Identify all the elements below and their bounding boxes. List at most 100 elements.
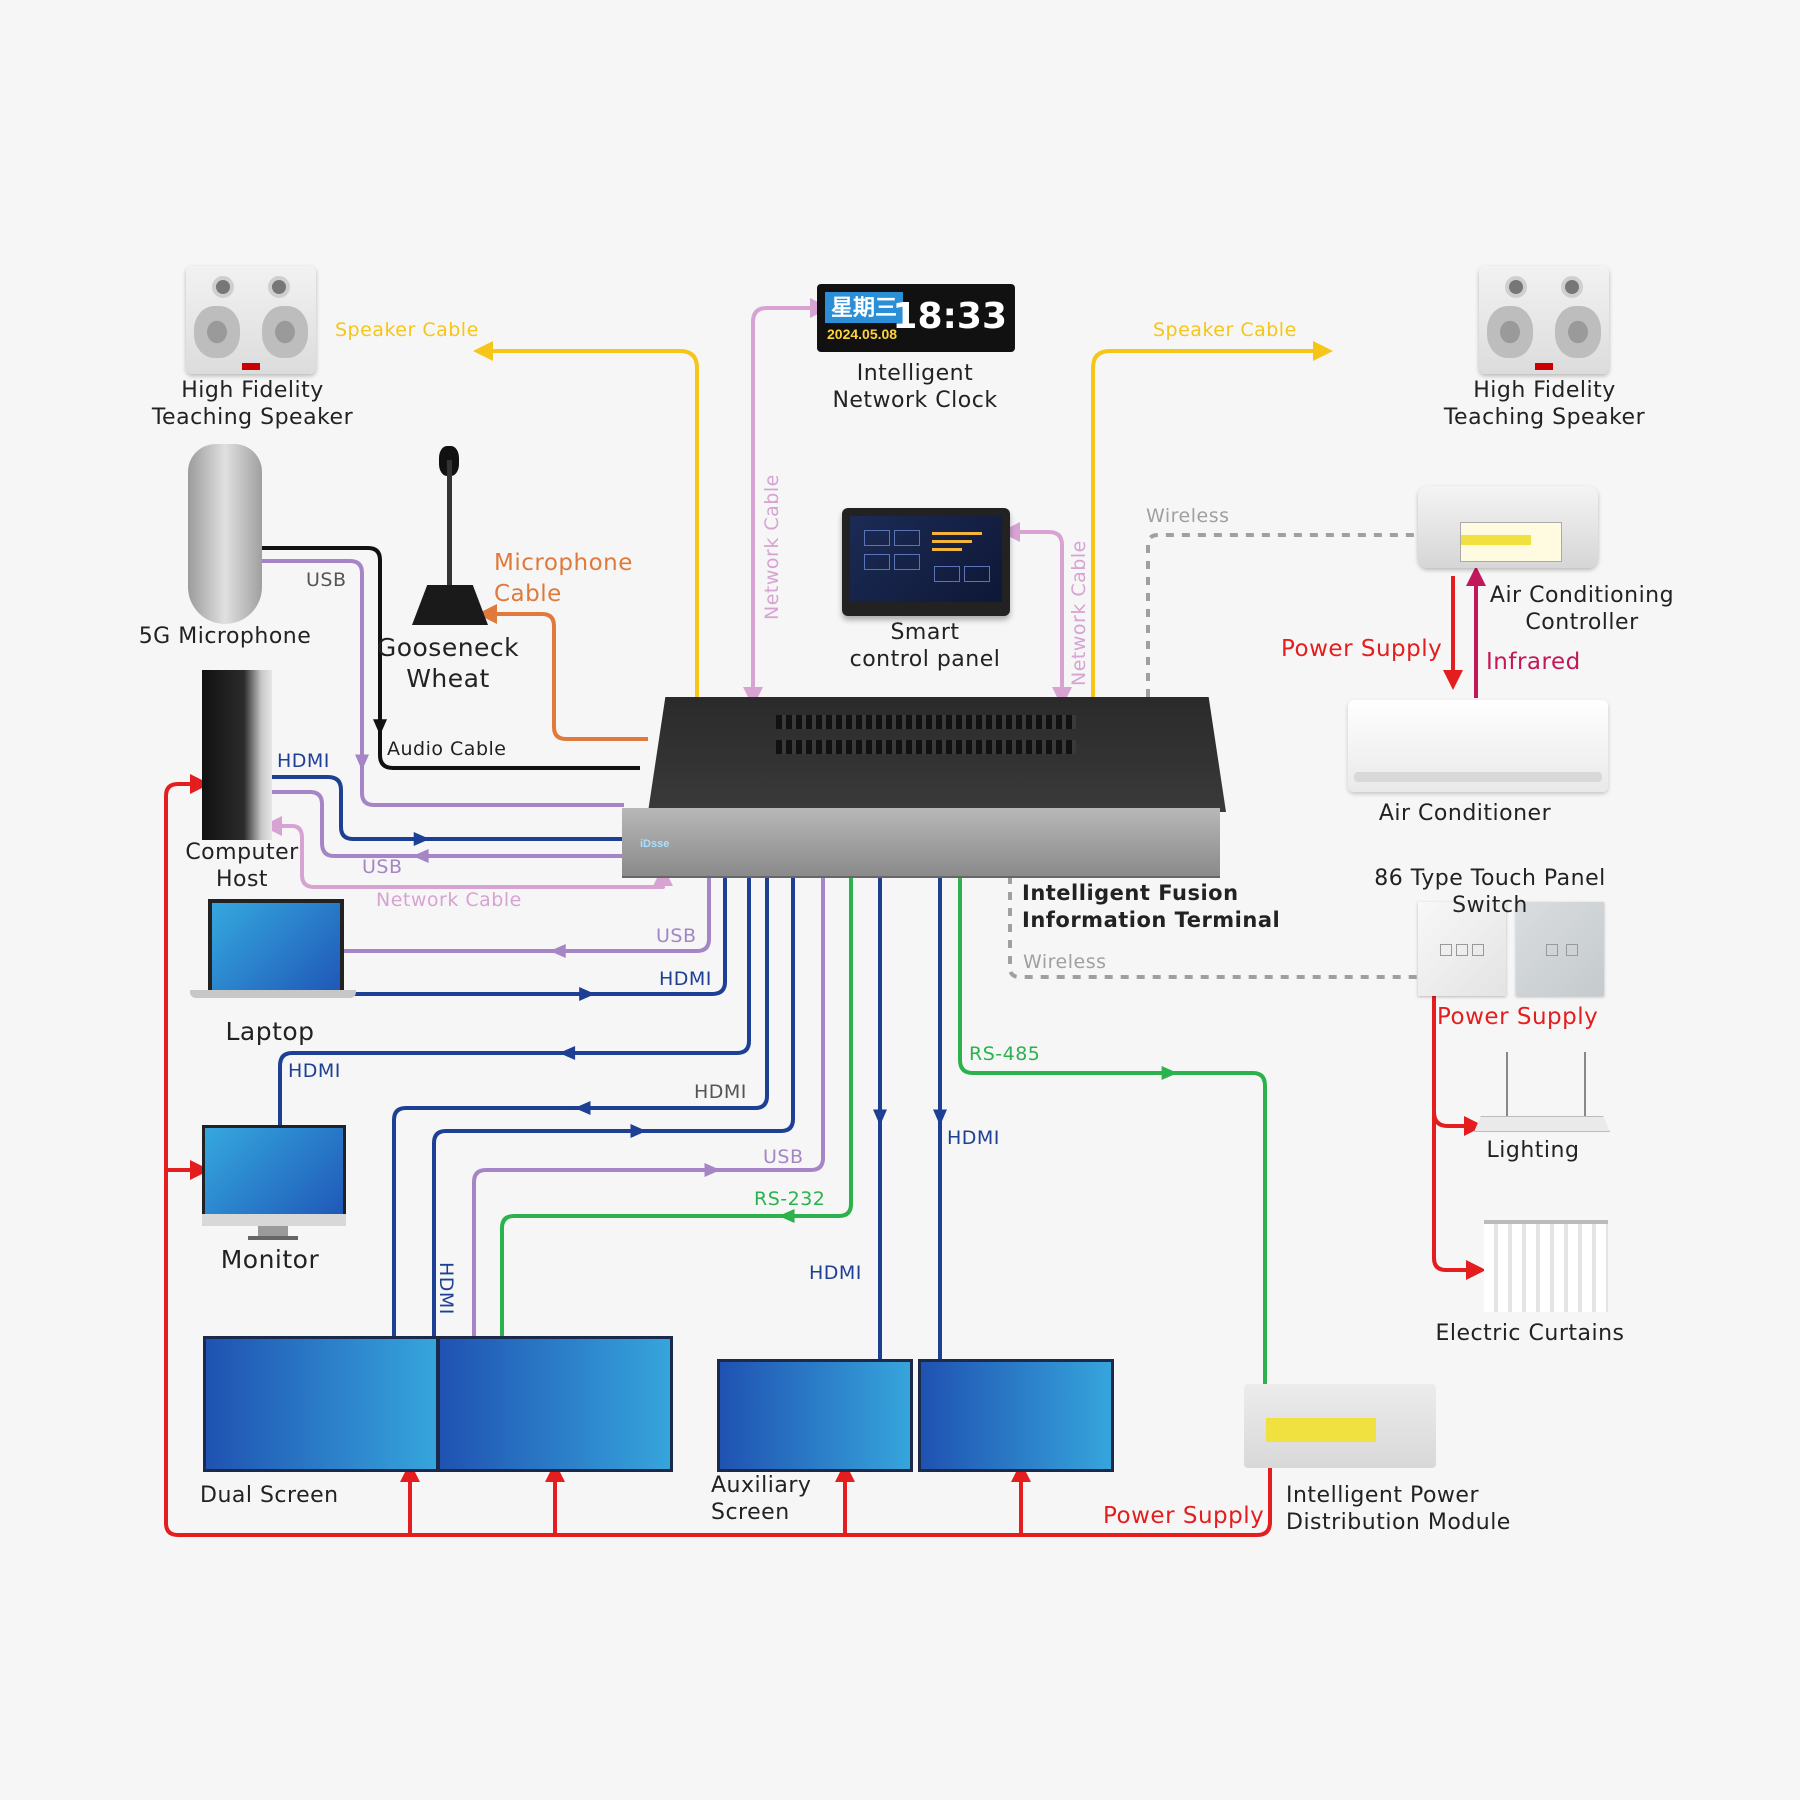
line-power-main: [164, 774, 1272, 1537]
label-clock: Intelligent Network Clock: [832, 361, 998, 413]
lamp-wire: [1506, 1052, 1508, 1116]
line-usb-laptop: [336, 876, 711, 953]
monitor-screen: [202, 1125, 346, 1219]
5g-microphone-image: [188, 444, 262, 624]
label-lighting: Lighting: [1486, 1138, 1580, 1163]
cable-label-network-panel: Network Cable: [1068, 540, 1090, 686]
line-wireless-ac: [1146, 533, 1414, 697]
electric-curtains-image: [1484, 1220, 1608, 1312]
network-clock-image: 星期三 2024.05.08 18:33: [817, 284, 1015, 352]
line-hdmi-computer-arrow: [413, 832, 430, 846]
touch-switch-grey: [1516, 902, 1604, 996]
line-hdmi-aux-2-arrow: [933, 1109, 947, 1126]
label-electric-curtains: Electric Curtains: [1435, 1321, 1625, 1346]
cable-label-network-clock: Network Cable: [761, 474, 783, 620]
cable-label-usb-mic: USB: [306, 569, 347, 591]
cable-label-power-ac: Power Supply: [1281, 636, 1443, 662]
line-hdmi-aux-1-arrow: [873, 1109, 887, 1126]
label-speaker-left: High Fidelity Teaching Speaker: [151, 378, 354, 430]
gooseneck-stem: [447, 460, 452, 585]
label-gooseneck: Gooseneck Wheat: [376, 633, 520, 693]
monitor-chin: [202, 1214, 346, 1226]
line-power-curtains: [1432, 1112, 1486, 1280]
line-hdmi-computer: [272, 775, 624, 841]
monitor-foot: [248, 1236, 298, 1240]
cable-label-power-bottom: Power Supply: [1103, 1503, 1265, 1529]
cable-label-hdmi-computer: HDMI: [277, 750, 330, 772]
line-microphone: [477, 604, 648, 741]
fusion-terminal-front: [622, 808, 1220, 878]
cable-label-hdmi-aux-2: HDMI: [947, 1127, 1000, 1149]
smart-panel-image: [842, 508, 1010, 616]
cable-label-speaker-left: Speaker Cable: [335, 319, 479, 341]
line-hdmi-monitor-arrow: [559, 1046, 576, 1060]
lighting-image: [1474, 1116, 1610, 1132]
line-hdmi-dual-2-arrow: [630, 1124, 647, 1138]
line-network-clock: [743, 298, 830, 707]
line-audio-arrow: [373, 719, 387, 736]
power-distribution-image: [1244, 1384, 1436, 1468]
cable-label-audio: Audio Cable: [387, 738, 507, 760]
line-hdmi-monitor: [278, 876, 751, 1125]
line-usb-laptop-arrow: [549, 944, 566, 958]
label-smart-panel: Smart control panel: [849, 620, 1001, 672]
cable-label-hdmi-dual-vertical: HDMI: [435, 1262, 457, 1315]
line-hdmi-dual-1-arrow: [574, 1101, 591, 1115]
line-usb-computer-arrow: [412, 849, 429, 863]
line-rs485: [958, 876, 1267, 1384]
line-usb-computer: [272, 790, 624, 858]
label-monitor: Monitor: [220, 1245, 320, 1274]
speaker-right-image: [1479, 266, 1609, 374]
cable-label-hdmi-monitor: HDMI: [288, 1060, 341, 1082]
lamp-wire: [1584, 1052, 1586, 1116]
line-usb-dual-arrow: [704, 1163, 721, 1177]
line-hdmi-dual-2: [432, 876, 795, 1336]
cable-label-infrared: Infrared: [1486, 649, 1581, 675]
cable-label-speaker-right: Speaker Cable: [1153, 319, 1297, 341]
label-touch-switch: 86 Type Touch Panel Switch: [1374, 866, 1606, 918]
monitor-neck: [258, 1226, 288, 1236]
line-hdmi-laptop: [336, 876, 727, 996]
cable-label-microphone: Microphone Cable: [494, 550, 633, 607]
dual-screen-left: [203, 1336, 439, 1472]
label-computer-host: Computer Host: [185, 840, 299, 892]
touch-switch-white: [1418, 902, 1506, 996]
cable-label-rs232: RS-232: [754, 1188, 826, 1210]
cable-label-hdmi-aux-1: HDMI: [809, 1262, 862, 1284]
label-dual-screen: Dual Screen: [200, 1483, 339, 1508]
line-audio: [259, 546, 640, 770]
aux-screen-right: [918, 1359, 1114, 1472]
label-power-distribution: Intelligent Power Distribution Module: [1286, 1483, 1511, 1535]
cable-label-power-switch: Power Supply: [1437, 1004, 1599, 1030]
aux-screen-left: [717, 1359, 913, 1472]
cable-label-network-computer: Network Cable: [376, 889, 522, 911]
cable-label-usb-dual: USB: [763, 1146, 804, 1168]
line-rs232-arrow: [778, 1209, 795, 1223]
cable-label-usb-laptop: USB: [656, 925, 697, 947]
label-aux-screen: Auxiliary Screen: [711, 1473, 812, 1525]
fusion-terminal-logo: iDsse: [640, 838, 670, 850]
dual-screen-right: [437, 1336, 673, 1472]
label-5g-microphone: 5G Microphone: [138, 624, 312, 649]
fusion-terminal-vent: [776, 740, 1076, 754]
line-usb-mic: [259, 559, 624, 807]
cable-label-usb-computer: USB: [362, 856, 403, 878]
line-usb-mic-arrow: [355, 754, 369, 771]
clock-date: 2024.05.08: [827, 326, 898, 342]
label-air-conditioner: Air Conditioner: [1378, 801, 1552, 826]
cable-label-rs485: RS-485: [969, 1043, 1041, 1065]
laptop-screen: [208, 899, 344, 994]
clock-weekday: 星期三: [825, 292, 903, 323]
cable-label-hdmi-dual: HDMI: [694, 1081, 747, 1103]
label-ac-controller: Air Conditioning Controller: [1489, 583, 1675, 635]
line-hdmi-laptop-arrow: [579, 987, 596, 1001]
cable-label-wireless-switch: Wireless: [1023, 951, 1107, 973]
speaker-left-image: [186, 266, 316, 374]
fusion-terminal-vent: [776, 715, 1076, 729]
line-speaker-right: [1091, 341, 1333, 697]
label-speaker-right: High Fidelity Teaching Speaker: [1443, 378, 1646, 430]
air-conditioner-image: [1348, 700, 1608, 792]
line-rs232: [500, 876, 853, 1336]
clock-time: 18:33: [892, 296, 1007, 337]
